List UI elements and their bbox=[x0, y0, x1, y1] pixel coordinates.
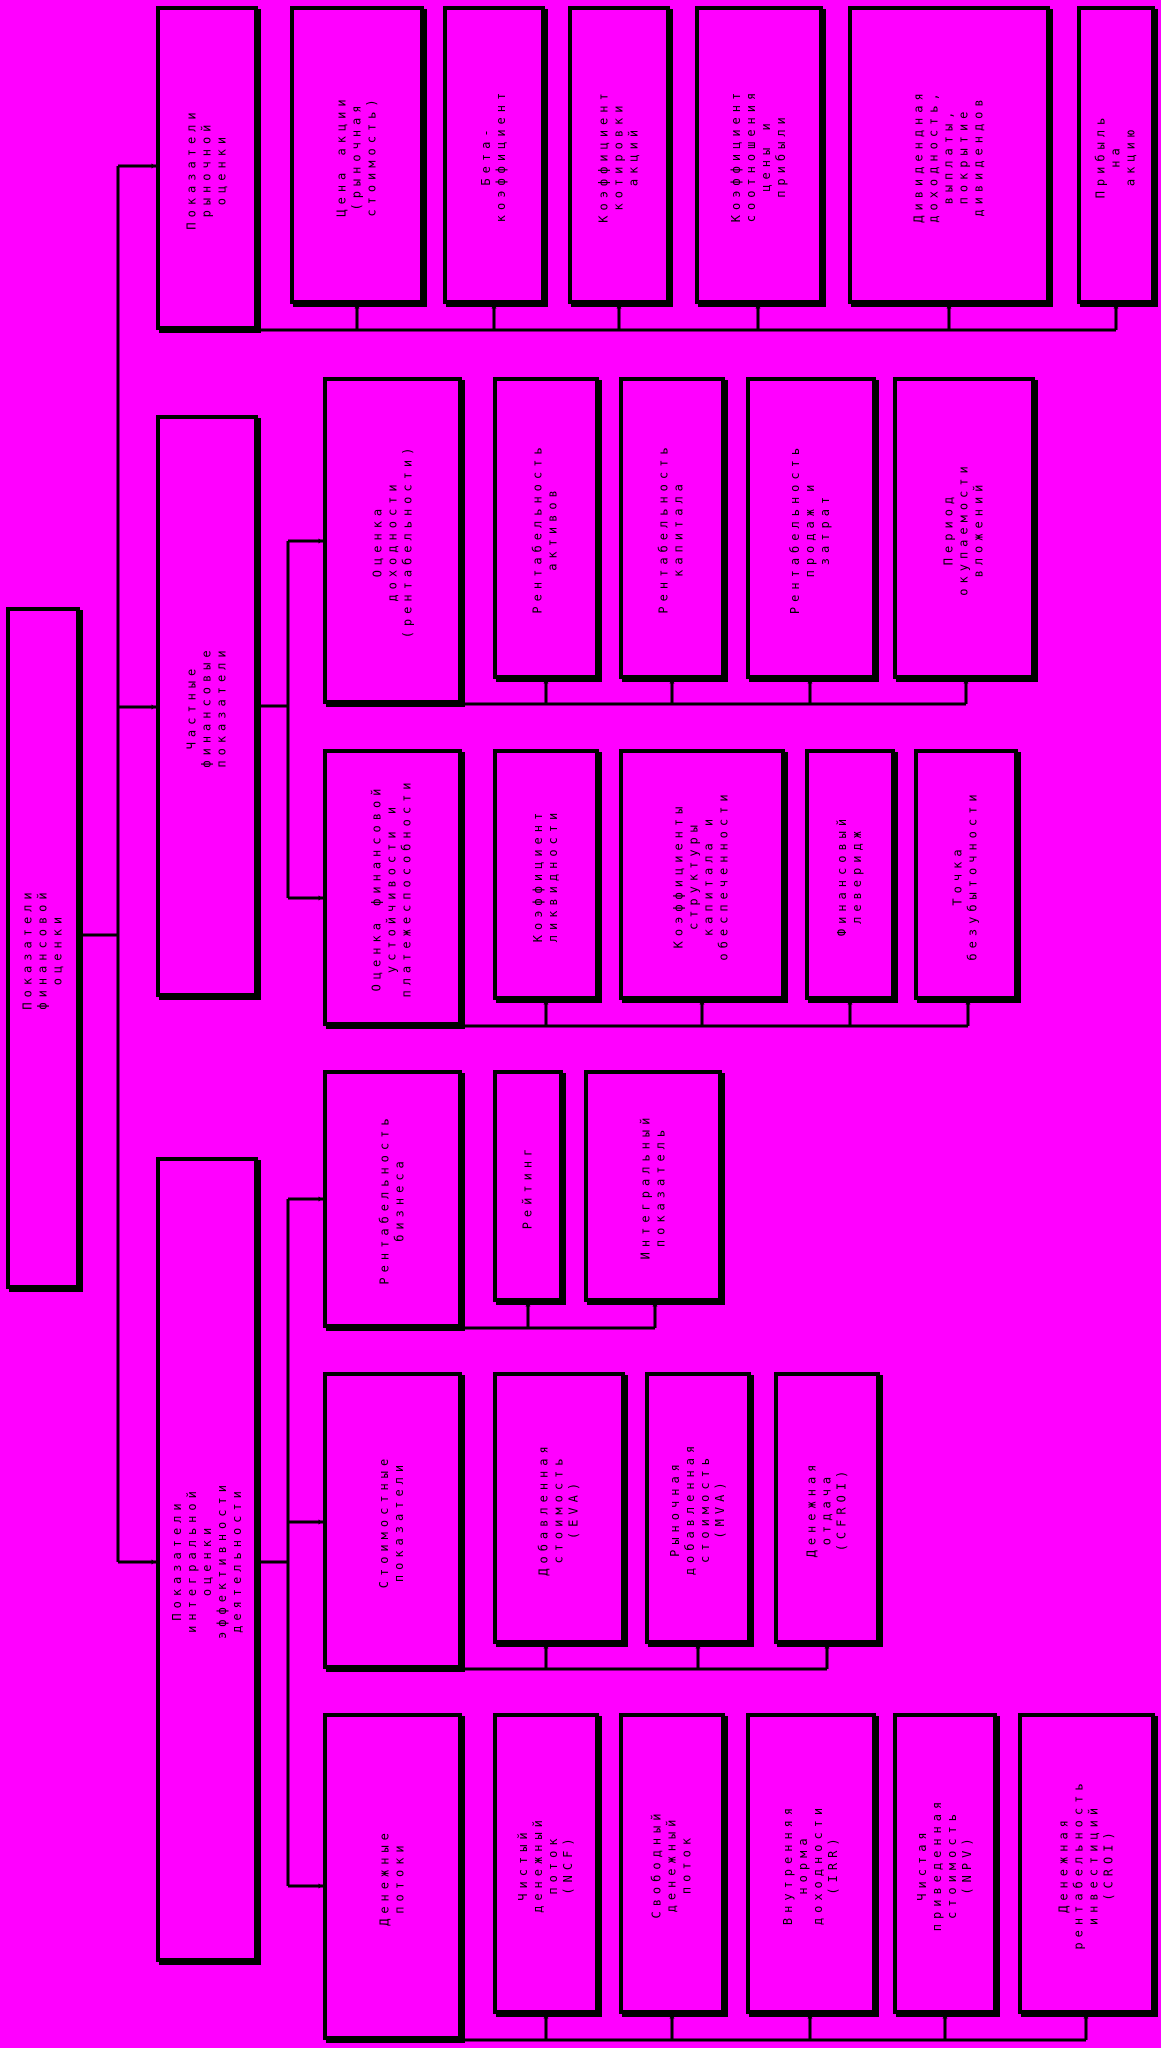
node-free-cash-flow: Свободный денежный поток bbox=[619, 1713, 725, 2014]
node-free-cash-flow-label: Свободный денежный поток bbox=[649, 1808, 694, 1919]
node-value-indicators: Стоимостные показатели bbox=[323, 1372, 462, 1669]
node-integral-index-label: Интегральный показатель bbox=[638, 1112, 668, 1260]
node-payback-period: Период окупаемости вложений bbox=[893, 377, 1035, 679]
node-croi: Денежная рентабельность инвестиций (CROI… bbox=[1018, 1713, 1155, 2014]
node-asset-return: Рентабельность активов bbox=[493, 377, 599, 679]
node-mva: Рыночная добавленная стоимость (MVA) bbox=[645, 1372, 751, 1644]
node-quote-ratio: Коэффициент котировки акций bbox=[568, 6, 670, 304]
root-node: Показатели финансовой оценки bbox=[6, 607, 80, 1289]
node-eps-label: Прибыль на акцию bbox=[1093, 112, 1138, 198]
node-ncf-label: Чистый денежный поток (NCF) bbox=[516, 1814, 575, 1913]
node-beta: Бета-коэффициент bbox=[443, 6, 545, 304]
connector-g2-trunk bbox=[258, 541, 290, 898]
node-dividends-label: Дивидендная доходность, выплаты, покрыти… bbox=[911, 87, 986, 223]
node-cash-flows: Денежные потоки bbox=[323, 1713, 462, 2040]
node-share-price-label: Цена акции (рыночная стоимость) bbox=[334, 93, 379, 217]
node-mva-label: Рыночная добавленная стоимость (MVA) bbox=[668, 1440, 727, 1576]
node-asset-return-label: Рентабельность активов bbox=[531, 442, 560, 614]
node-irr-label: Внутренняя норма доходности (IRR) bbox=[781, 1802, 840, 1925]
node-price-earnings-label: Коэффициент соотношения цены и прибыли bbox=[729, 87, 789, 223]
node-profitability: Оценка доходности (рентабельности) bbox=[323, 377, 462, 704]
node-beta-label: Бета-коэффициент bbox=[479, 87, 508, 223]
group-integral-evaluation: Показатели интегральной оценки эффективн… bbox=[156, 1157, 258, 1962]
node-integral-index: Интегральный показатель bbox=[584, 1070, 722, 1302]
node-share-price: Цена акции (рыночная стоимость) bbox=[290, 6, 424, 304]
node-payback-period-label: Период окупаемости вложений bbox=[941, 460, 986, 596]
node-profitability-label: Оценка доходности (рентабельности) bbox=[370, 442, 414, 639]
node-business-return: Рентабельность бизнеса bbox=[323, 1070, 462, 1328]
group-private-indicators: Частные финансовые показатели bbox=[156, 415, 258, 997]
node-cfroi-label: Денежная отдача (CFROI) bbox=[804, 1459, 849, 1557]
node-cash-flows-label: Денежные потоки bbox=[377, 1827, 407, 1926]
node-business-return-label: Рентабельность бизнеса bbox=[377, 1113, 407, 1285]
node-cfroi: Денежная отдача (CFROI) bbox=[774, 1372, 880, 1644]
group-private-indicators-label: Частные финансовые показатели bbox=[184, 644, 229, 768]
node-leverage: Финансовый леверидж bbox=[805, 749, 895, 1000]
node-rating-label: Рейтинг bbox=[520, 1143, 535, 1229]
node-croi-label: Денежная рентабельность инвестиций (CROI… bbox=[1056, 1777, 1116, 1950]
node-capital-return: Рентабельность капитала bbox=[619, 377, 725, 679]
node-capital-return-label: Рентабельность капитала bbox=[657, 442, 686, 614]
node-price-earnings: Коэффициент соотношения цены и прибыли bbox=[695, 6, 823, 304]
node-capital-structure-label: Коэффициенты структуры капитала и обеспе… bbox=[672, 788, 732, 961]
group-market-valuation: Показатели рыночной оценки bbox=[156, 6, 258, 330]
node-rating: Рейтинг bbox=[493, 1070, 563, 1302]
node-eva-label: Добавленная стоимость (EVA) bbox=[536, 1440, 581, 1576]
node-liquidity-label: Коэффициент ликвидности bbox=[531, 807, 561, 942]
node-sales-return-label: Рентабельность продаж и затрат bbox=[788, 442, 833, 614]
node-irr: Внутренняя норма доходности (IRR) bbox=[746, 1713, 876, 2014]
node-npv-label: Чистая приведенная стоимость (NPV) bbox=[915, 1796, 974, 1931]
node-quote-ratio-label: Коэффициент котировки акций bbox=[596, 87, 641, 223]
node-breakeven: Точка безубыточности bbox=[914, 749, 1018, 1000]
root-node-label: Показатели финансовой оценки bbox=[20, 886, 65, 1010]
node-stability: Оценка финансовой устойчивости и платеже… bbox=[323, 749, 462, 1026]
node-dividends: Дивидендная доходность, выплаты, покрыти… bbox=[848, 6, 1050, 304]
node-breakeven-label: Точка безубыточности bbox=[951, 788, 981, 961]
node-capital-structure: Коэффициенты структуры капитала и обеспе… bbox=[619, 749, 785, 1000]
node-leverage-label: Финансовый леверидж bbox=[835, 813, 864, 936]
node-liquidity: Коэффициент ликвидности bbox=[493, 749, 599, 1000]
node-npv: Чистая приведенная стоимость (NPV) bbox=[893, 1713, 997, 2014]
node-sales-return: Рентабельность продаж и затрат bbox=[746, 377, 876, 679]
group-market-valuation-label: Показатели рыночной оценки bbox=[184, 106, 229, 230]
node-eva: Добавленная стоимость (EVA) bbox=[493, 1372, 625, 1644]
node-value-indicators-label: Стоимостные показатели bbox=[377, 1453, 407, 1588]
connector-root-trunk bbox=[80, 166, 120, 1562]
node-stability-label: Оценка финансовой устойчивости и платеже… bbox=[370, 777, 415, 998]
connector-g3-trunk bbox=[258, 1199, 290, 1886]
group-integral-evaluation-label: Показатели интегральной оценки эффективн… bbox=[169, 1480, 244, 1639]
node-eps: Прибыль на акцию bbox=[1077, 6, 1155, 304]
node-ncf: Чистый денежный поток (NCF) bbox=[493, 1713, 599, 2014]
